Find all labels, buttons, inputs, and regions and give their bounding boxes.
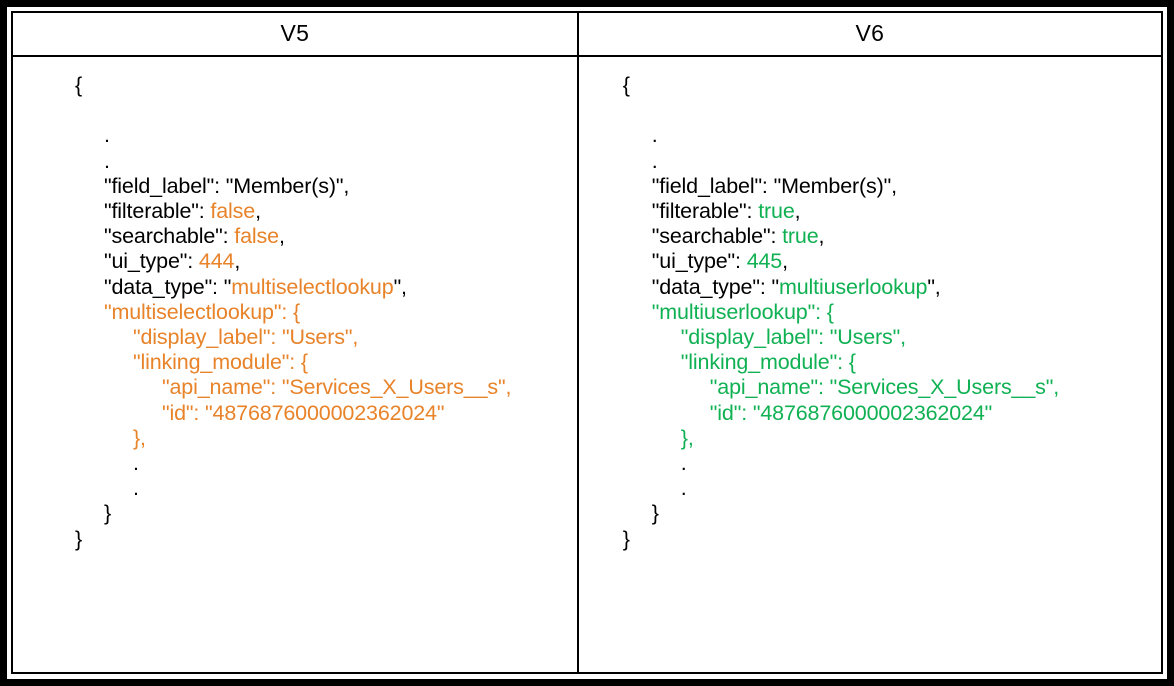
code-token-highlight: multiuserlookup <box>778 274 928 299</box>
code-token: "data_type": " <box>104 274 232 299</box>
code-line: "display_label": "Users", <box>623 325 1161 350</box>
code-token-highlight: multiselectlookup <box>231 274 394 299</box>
code-line: } <box>623 501 1161 526</box>
code-line: }, <box>623 426 1161 451</box>
code-line: "id": "4876876000002362024" <box>623 401 1161 426</box>
code-line: } <box>75 501 577 526</box>
code-token-highlight: true <box>758 199 795 224</box>
code-token: . <box>104 123 110 148</box>
code-line: "ui_type": 445, <box>623 249 1161 274</box>
code-token-highlight: true <box>782 224 819 249</box>
code-line: . <box>623 123 1161 148</box>
column-header-v5: V5 <box>11 11 579 57</box>
code-line: "api_name": "Services_X_Users__s", <box>75 375 577 400</box>
code-token: } <box>622 526 630 551</box>
json-cell-v5: { .."field_label": "Member(s)","filterab… <box>11 55 579 674</box>
code-line: . <box>623 149 1161 174</box>
code-token: "ui_type": <box>104 249 199 274</box>
code-line: } <box>75 527 577 552</box>
code-token: , <box>794 199 801 224</box>
code-token: { <box>622 73 630 97</box>
code-token: , <box>234 249 241 274</box>
code-line: "filterable": true, <box>623 199 1161 224</box>
code-token: } <box>651 501 659 526</box>
code-token-highlight: "linking_module": { <box>680 350 856 375</box>
code-token: "ui_type": <box>651 249 747 274</box>
code-line: . <box>75 451 577 476</box>
code-line: "filterable": false, <box>75 199 577 224</box>
code-token: , <box>255 199 261 224</box>
code-token: . <box>133 476 139 501</box>
code-token: , <box>278 224 285 249</box>
code-token-highlight: "multiuserlookup": { <box>651 299 834 324</box>
code-token-highlight: "api_name": "Services_X_Users__s", <box>709 375 1060 400</box>
code-token-highlight: false <box>234 224 279 249</box>
code-line <box>623 98 1161 123</box>
code-token: . <box>680 476 687 501</box>
code-line: "field_label": "Member(s)", <box>623 174 1161 199</box>
code-line: . <box>75 149 577 174</box>
code-token: } <box>75 526 83 551</box>
code-token-highlight: }, <box>680 425 694 450</box>
code-token-highlight: "api_name": "Services_X_Users__s", <box>162 375 512 400</box>
code-line: . <box>623 451 1161 476</box>
code-token-highlight: 444 <box>198 249 235 274</box>
code-line: "ui_type": 444, <box>75 249 577 274</box>
code-token: ", <box>927 274 941 299</box>
code-token: "searchable": <box>651 224 783 249</box>
table-body-row: { .."field_label": "Member(s)","filterab… <box>11 55 1164 674</box>
json-code-block-v5: { .."field_label": "Member(s)","filterab… <box>13 57 577 552</box>
code-line: } <box>623 527 1161 552</box>
code-token: . <box>104 148 110 173</box>
code-token: "field_label": "Member(s)", <box>104 173 350 198</box>
json-cell-v6: { .."field_label": "Member(s)","filterab… <box>576 55 1164 674</box>
code-line: "api_name": "Services_X_Users__s", <box>623 375 1161 400</box>
code-token-highlight: }, <box>133 425 146 450</box>
code-line: "searchable": false, <box>75 224 577 249</box>
column-header-v6: V6 <box>576 11 1164 57</box>
code-line: "id": "4876876000002362024" <box>75 401 577 426</box>
code-token-highlight: false <box>210 199 256 224</box>
code-token: . <box>680 451 687 476</box>
code-token-highlight: "display_label": "Users", <box>133 325 359 350</box>
code-token-highlight: "multiselectlookup": { <box>104 299 301 324</box>
code-line: . <box>75 123 577 148</box>
code-token-highlight: "linking_module": { <box>133 350 308 375</box>
code-token: , <box>818 224 825 249</box>
json-code-block-v6: { .."field_label": "Member(s)","filterab… <box>579 57 1161 552</box>
code-line: "data_type": "multiselectlookup", <box>75 275 577 300</box>
code-line: "multiselectlookup": { <box>75 300 577 325</box>
code-token: . <box>651 123 658 148</box>
code-line: . <box>623 476 1161 501</box>
code-line: }, <box>75 426 577 451</box>
code-line: . <box>75 476 577 501</box>
code-token: "filterable": <box>104 199 211 224</box>
code-token: . <box>651 148 658 173</box>
code-token-highlight: "id": "4876876000002362024" <box>162 400 445 425</box>
code-line: "multiuserlookup": { <box>623 300 1161 325</box>
code-token: "searchable": <box>104 224 235 249</box>
code-token: "filterable": <box>651 199 759 224</box>
code-token: , <box>782 249 788 274</box>
code-token: { <box>75 73 83 97</box>
code-line: "data_type": "multiuserlookup", <box>623 275 1161 300</box>
code-token: ", <box>393 274 407 299</box>
code-token: . <box>133 451 139 476</box>
code-line: "linking_module": { <box>75 350 577 375</box>
code-line: { <box>75 73 577 98</box>
code-token: } <box>104 501 112 526</box>
code-line <box>75 98 577 123</box>
code-token-highlight: 445 <box>746 249 783 274</box>
code-line: "field_label": "Member(s)", <box>75 174 577 199</box>
code-token-highlight: "id": "4876876000002362024" <box>709 400 993 425</box>
table-header-row: V5 V6 <box>11 11 1164 57</box>
code-token: "data_type": " <box>651 274 779 299</box>
code-line: "display_label": "Users", <box>75 325 577 350</box>
code-line: "linking_module": { <box>623 350 1161 375</box>
code-line: "searchable": true, <box>623 224 1161 249</box>
comparison-table: V5 V6 { .."field_label": "Member(s)","fi… <box>11 11 1164 674</box>
code-token: "field_label": "Member(s)", <box>651 173 897 198</box>
code-line: { <box>623 73 1161 98</box>
code-token-highlight: "display_label": "Users", <box>680 325 906 350</box>
